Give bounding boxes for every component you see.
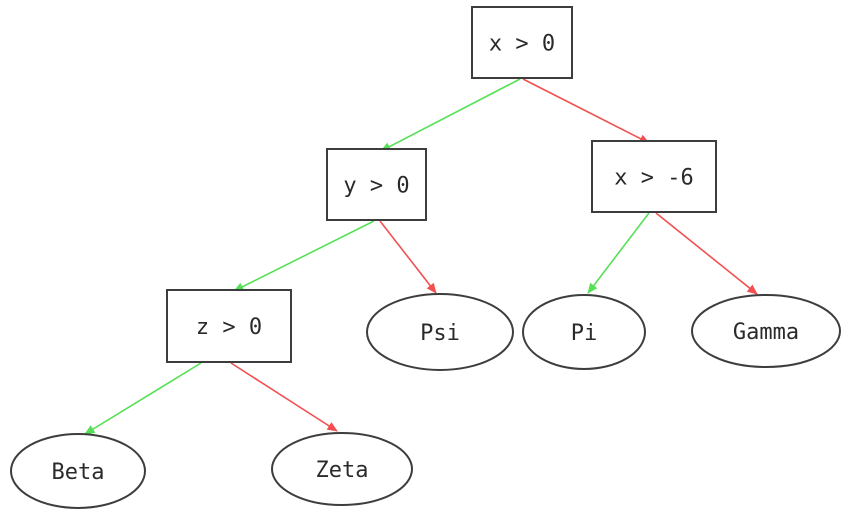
decision-node-y0: y > 0 bbox=[326, 148, 427, 221]
decision-box-y0 bbox=[326, 148, 427, 221]
edge-false-root-to-x6 bbox=[522, 78, 650, 144]
leaf-label-zeta: Zeta bbox=[316, 458, 369, 483]
edge-true-root-to-y0 bbox=[380, 78, 521, 152]
edge-true-z0-to-beta bbox=[84, 362, 202, 435]
decision-label-root: x > 0 bbox=[489, 32, 555, 57]
leaf-label-pi: Pi bbox=[571, 321, 598, 346]
leaf-ellipse-pi bbox=[522, 294, 646, 370]
leaf-node-pi: Pi bbox=[522, 294, 646, 370]
leaf-node-beta: Beta bbox=[10, 433, 146, 509]
leaf-ellipse-psi bbox=[366, 293, 514, 371]
decision-label-y0: y > 0 bbox=[343, 174, 409, 199]
edge-true-y0-to-z0 bbox=[233, 220, 375, 292]
decision-box-z0 bbox=[166, 289, 292, 363]
decision-node-x6: x > -6 bbox=[591, 140, 717, 213]
leaf-ellipse-gamma bbox=[691, 294, 841, 368]
decision-box-root bbox=[471, 6, 573, 79]
leaf-label-psi: Psi bbox=[420, 321, 460, 346]
edge-false-z0-to-zeta bbox=[230, 362, 338, 432]
edge-false-x6-to-gamma bbox=[655, 212, 758, 295]
decision-box-x6 bbox=[591, 140, 717, 213]
leaf-label-beta: Beta bbox=[52, 460, 105, 485]
leaf-ellipse-beta bbox=[10, 433, 146, 509]
decision-node-root: x > 0 bbox=[471, 6, 573, 79]
decision-label-x6: x > -6 bbox=[614, 166, 693, 191]
leaf-node-zeta: Zeta bbox=[271, 432, 413, 506]
leaf-label-gamma: Gamma bbox=[733, 320, 799, 345]
decision-label-z0: z > 0 bbox=[196, 315, 262, 340]
leaf-ellipse-zeta bbox=[271, 432, 413, 506]
leaf-node-psi: Psi bbox=[366, 293, 514, 371]
decision-node-z0: z > 0 bbox=[166, 289, 292, 363]
edge-true-x6-to-pi bbox=[587, 212, 650, 294]
leaf-node-gamma: Gamma bbox=[691, 294, 841, 368]
edge-false-y0-to-psi bbox=[379, 220, 437, 294]
